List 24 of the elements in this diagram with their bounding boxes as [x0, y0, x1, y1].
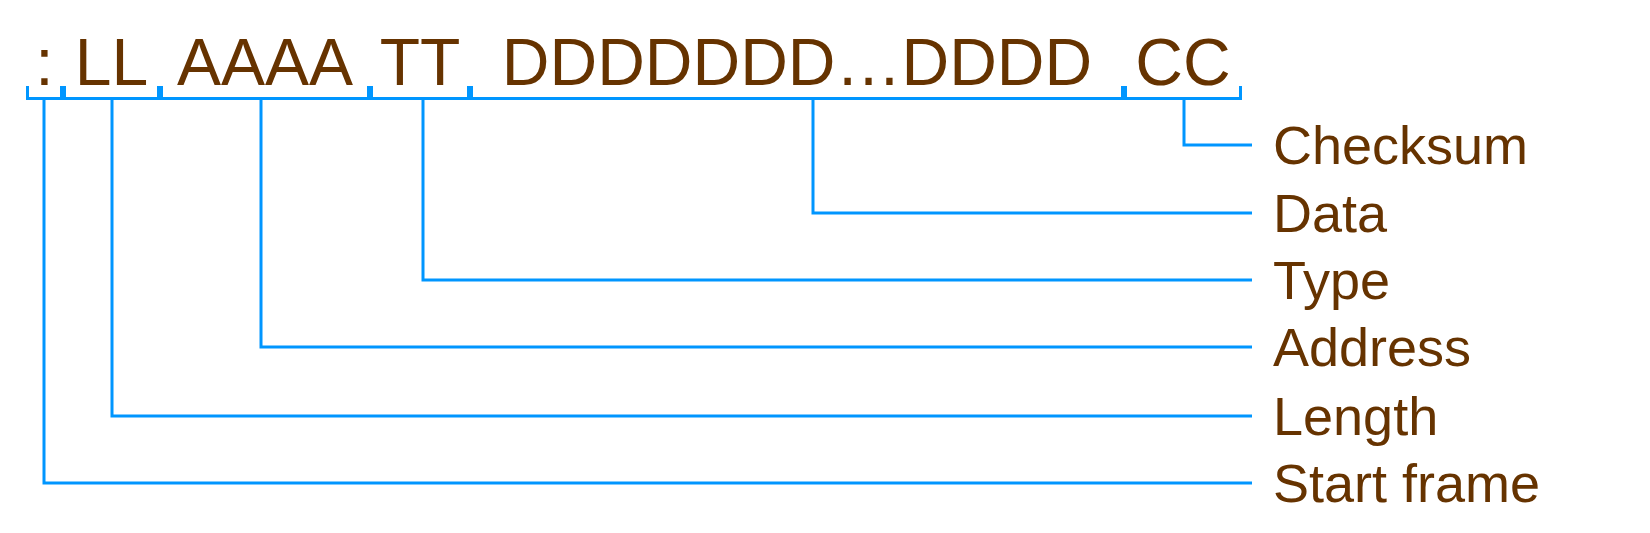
bracket [1124, 86, 1242, 100]
leader-line [811, 99, 1252, 215]
leader-line [259, 99, 1252, 349]
bracket [370, 86, 470, 100]
field-code: CC [1134, 28, 1232, 96]
bracket [63, 86, 160, 100]
field-label: Data [1252, 185, 1388, 241]
leader-line [110, 99, 1252, 418]
field-code: : [34, 28, 55, 96]
leader-line [421, 99, 1252, 282]
field-label: Address [1252, 319, 1472, 375]
field-code: AAAA [175, 28, 355, 96]
field-label: Type [1252, 252, 1391, 308]
field-label: Checksum [1252, 117, 1529, 173]
field-label: Start frame [1252, 455, 1541, 511]
bracket [470, 86, 1124, 100]
field-label: Length [1252, 388, 1439, 444]
leader-line [42, 99, 1252, 485]
leader-line [1182, 99, 1252, 147]
field-code: TT [378, 28, 462, 96]
field-code: LL [73, 28, 150, 96]
bracket [160, 86, 370, 100]
bracket [26, 86, 63, 100]
field-code: DDDDDDD…DDDD [500, 28, 1094, 96]
